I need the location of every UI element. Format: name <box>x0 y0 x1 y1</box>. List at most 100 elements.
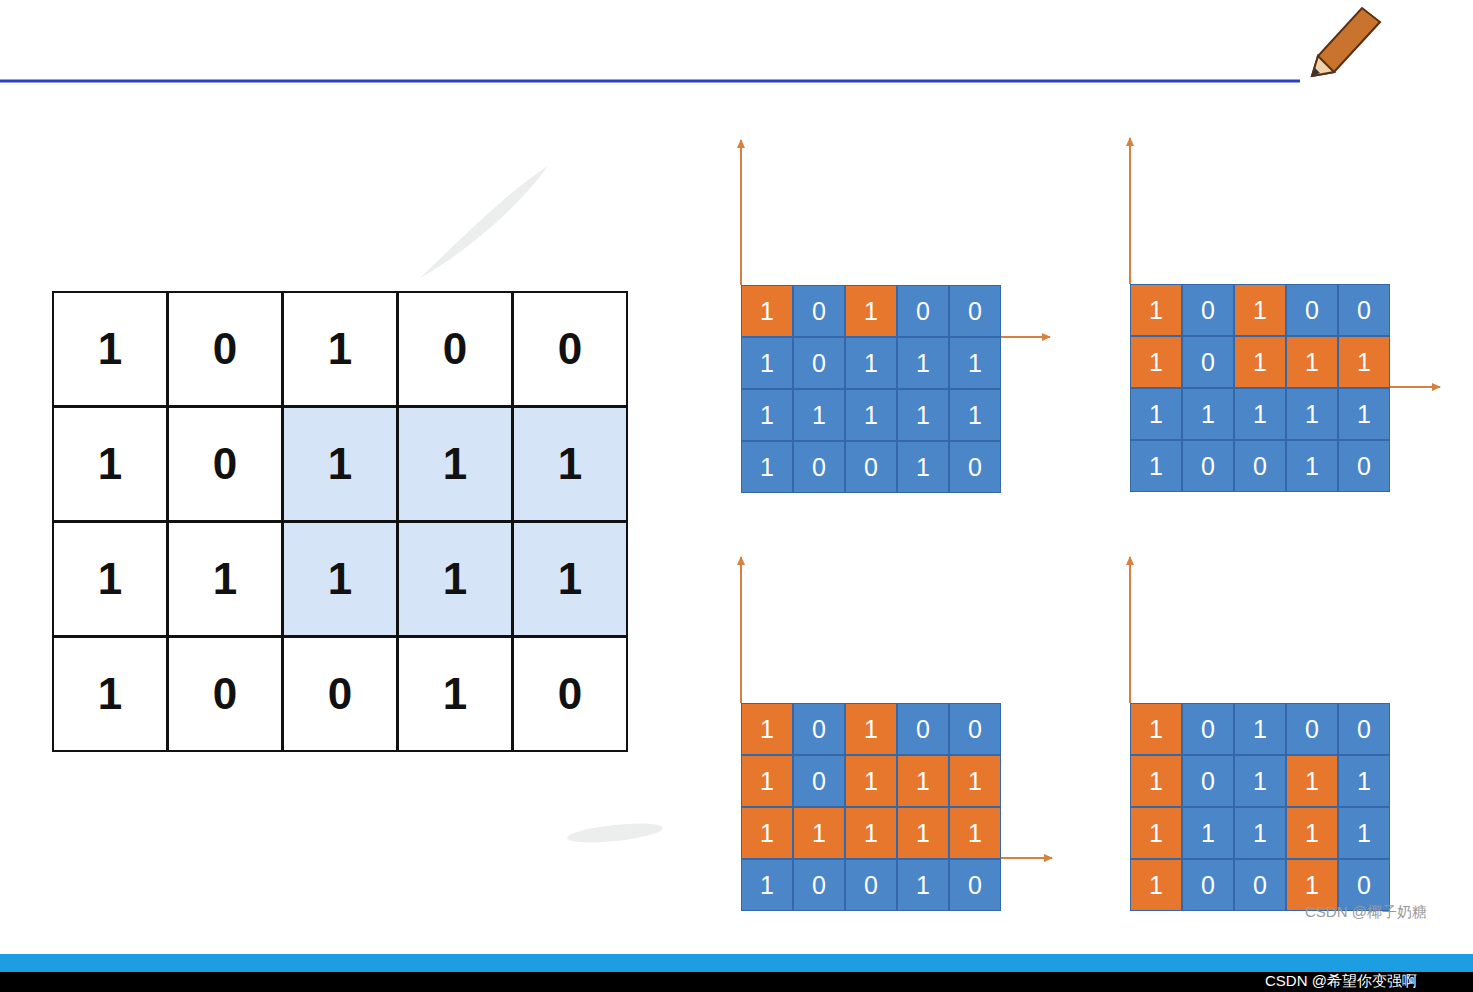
pencil-icon <box>1312 8 1380 76</box>
cell-value: 0 <box>864 871 878 900</box>
footer-band <box>0 954 1473 972</box>
histogram-cell: 0 <box>949 703 1001 755</box>
cell-value: 0 <box>1357 871 1371 900</box>
grid-cell: 1 <box>512 521 628 637</box>
histogram-cell: 1 <box>741 703 793 755</box>
histogram-cell: 1 <box>845 703 897 755</box>
header-rule <box>0 80 1300 83</box>
cell-value: 0 <box>968 453 982 482</box>
cell-value: 1 <box>1305 400 1319 429</box>
axis-arrows <box>741 138 1440 858</box>
cell-value: 1 <box>1253 767 1267 796</box>
histogram-cell: 0 <box>1286 703 1338 755</box>
cell-value: 1 <box>864 767 878 796</box>
histogram-cell: 1 <box>1338 336 1390 388</box>
cell-value: 0 <box>1201 871 1215 900</box>
histogram-cell: 0 <box>1234 440 1286 492</box>
cell-value: 1 <box>864 401 878 430</box>
cell-value: 1 <box>812 819 826 848</box>
histogram-cell: 1 <box>949 807 1001 859</box>
histogram-cell: 0 <box>1182 284 1234 336</box>
cell-value: 1 <box>916 871 930 900</box>
cell-value: 1 <box>328 439 352 489</box>
histogram-cell: 1 <box>741 389 793 441</box>
cell-value: 0 <box>812 767 826 796</box>
histogram-cell: 0 <box>1182 859 1234 911</box>
cell-value: 0 <box>213 439 237 489</box>
histogram-cell: 0 <box>897 703 949 755</box>
histogram-cell: 1 <box>1234 388 1286 440</box>
cell-value: 1 <box>1149 452 1163 481</box>
histogram-cell: 1 <box>1182 807 1234 859</box>
cell-value: 0 <box>916 297 930 326</box>
cell-value: 0 <box>1201 348 1215 377</box>
cell-value: 1 <box>1357 348 1371 377</box>
footer-watermark: CSDN @希望你变强啊 <box>1265 972 1417 991</box>
histogram-cell: 1 <box>1130 807 1182 859</box>
cell-value: 1 <box>968 401 982 430</box>
histogram-cell: 1 <box>793 807 845 859</box>
cell-value: 1 <box>1149 871 1163 900</box>
histogram-cell: 1 <box>1234 336 1286 388</box>
cell-value: 1 <box>1149 296 1163 325</box>
watermark: CSDN @椰子奶糖 <box>1305 903 1427 922</box>
cell-value: 1 <box>760 297 774 326</box>
cell-value: 0 <box>328 669 352 719</box>
cell-value: 1 <box>558 439 582 489</box>
histogram-cell: 1 <box>1286 755 1338 807</box>
grid-cell: 1 <box>512 406 628 522</box>
cell-value: 1 <box>1149 819 1163 848</box>
cell-value: 1 <box>443 669 467 719</box>
histogram-cell: 0 <box>1286 284 1338 336</box>
histogram-cell: 1 <box>949 755 1001 807</box>
cell-value: 1 <box>864 297 878 326</box>
cell-value: 1 <box>760 401 774 430</box>
grid-cell: 0 <box>282 636 398 752</box>
cell-value: 1 <box>760 871 774 900</box>
cell-value: 0 <box>812 349 826 378</box>
cell-value: 1 <box>916 767 930 796</box>
histogram-cell: 1 <box>1130 336 1182 388</box>
cell-value: 1 <box>1357 400 1371 429</box>
cell-value: 0 <box>1357 715 1371 744</box>
grid-cell: 1 <box>397 636 513 752</box>
histogram-cell: 1 <box>897 859 949 911</box>
grid-cell: 1 <box>282 406 398 522</box>
cell-value: 0 <box>1357 296 1371 325</box>
cell-value: 0 <box>812 715 826 744</box>
histogram-cell: 1 <box>1234 807 1286 859</box>
histogram-cell: 1 <box>845 807 897 859</box>
histogram-cell: 0 <box>793 285 845 337</box>
cell-value: 1 <box>864 819 878 848</box>
cell-value: 1 <box>760 453 774 482</box>
grid-cell: 1 <box>167 521 283 637</box>
histogram-cell: 0 <box>897 285 949 337</box>
brush-stroke <box>420 166 548 278</box>
histogram-cell: 1 <box>897 441 949 493</box>
histogram-cell: 1 <box>1234 755 1286 807</box>
grid-cell: 0 <box>512 636 628 752</box>
histogram-cell: 1 <box>1234 284 1286 336</box>
cell-value: 0 <box>812 297 826 326</box>
histogram-cell: 1 <box>1234 703 1286 755</box>
histogram-cell: 0 <box>1338 703 1390 755</box>
cell-value: 0 <box>812 871 826 900</box>
histogram-cell: 0 <box>1338 284 1390 336</box>
cell-value: 1 <box>98 324 122 374</box>
cell-value: 1 <box>1357 767 1371 796</box>
cell-value: 1 <box>968 349 982 378</box>
cell-value: 1 <box>1305 819 1319 848</box>
cell-value: 1 <box>864 349 878 378</box>
histogram-cell: 1 <box>1130 284 1182 336</box>
histogram-cell: 1 <box>1338 807 1390 859</box>
cell-value: 0 <box>968 871 982 900</box>
histogram-cell: 0 <box>793 703 845 755</box>
cell-value: 1 <box>916 819 930 848</box>
grid-cell: 0 <box>397 291 513 407</box>
histogram-cell: 0 <box>845 859 897 911</box>
histogram-cell: 1 <box>1130 388 1182 440</box>
histogram-cell: 1 <box>741 441 793 493</box>
cell-value: 0 <box>916 715 930 744</box>
histogram-cell: 0 <box>793 337 845 389</box>
cell-value: 1 <box>864 715 878 744</box>
